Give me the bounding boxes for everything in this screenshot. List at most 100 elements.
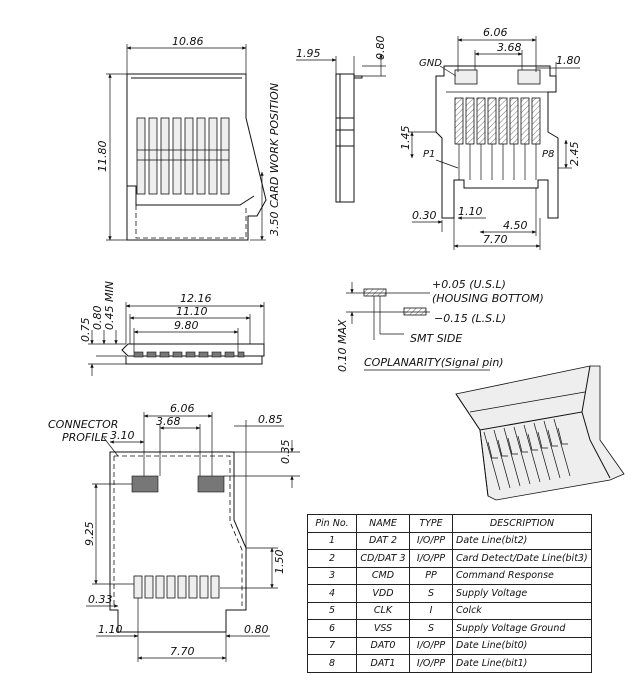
pin-name: VSS (356, 619, 410, 638)
gnd-label: GND (419, 58, 442, 69)
table-row: 3 CMD PP Command Response (307, 566, 592, 585)
footprint-dim-top-3: 3.10 (110, 429, 135, 442)
footprint-dim-left-small: 0.33 (88, 593, 113, 606)
p8-label: P8 (542, 149, 554, 160)
pin-number: 3 (307, 566, 357, 585)
footprint-dim-top-0: 6.06 (170, 402, 195, 415)
table-row: 1 DAT 2 I/O/PP Date Line(bit2) (307, 531, 592, 550)
table-row: 8 DAT1 I/O/PP Date Line(bit1) (307, 654, 592, 673)
pin-number: 2 (307, 549, 357, 568)
front-view-vdim-1: 0.80 (91, 306, 104, 331)
pin-description: Card Detect/Date Line(bit3) (452, 549, 592, 568)
pin-description: Colck (452, 601, 592, 620)
bottom-view-dim-2: 1.80 (556, 54, 581, 67)
pin-name: DAT1 (356, 654, 410, 673)
pin-table: Pin No. NAME TYPE DESCRIPTION 1 DAT 2 I/… (307, 514, 592, 673)
coplanarity-caption: COPLANARITY(Signal pin) (364, 356, 504, 369)
side-view-top-dim: 1.95 (296, 47, 321, 60)
footprint-dim-top-1: 3.68 (156, 415, 181, 428)
pin-table-header-type: TYPE (409, 514, 453, 533)
bottom-view-contacts (454, 97, 541, 180)
front-view-pins (133, 351, 245, 358)
top-view-contacts (136, 117, 230, 195)
coplanarity-minus: −0.15 (L.S.L) (434, 312, 506, 325)
front-view-dim-0: 12.16 (180, 292, 212, 305)
pin-name: CMD (356, 566, 410, 585)
bottom-view-dim-3: 1.45 (399, 126, 412, 151)
pcb-footprint: CONNECTOR PROFILE 6.06 3.68 0.85 3.10 0.… (48, 402, 300, 662)
coplanarity-smt-side: SMT SIDE (410, 332, 462, 345)
pin-table-header-row: Pin No. NAME TYPE DESCRIPTION (307, 514, 592, 533)
pin-number: 5 (307, 601, 357, 620)
pin-name: DAT0 (356, 636, 410, 655)
pin-name: CLK (356, 601, 410, 620)
pin-type: S (409, 584, 453, 603)
pin-table-header-name: NAME (356, 514, 410, 533)
pin-type: I/O/PP (409, 636, 453, 655)
front-view-dim-1: 11.10 (176, 305, 208, 318)
coplanarity-housing-bottom: (HOUSING BOTTOM) (432, 292, 544, 305)
connector-3d-contacts (483, 418, 571, 491)
bottom-view-dim-1: 3.68 (497, 41, 522, 54)
bottom-view: 6.06 3.68 1.80 GND 1.45 P1 P8 2.45 0.30 … (399, 26, 581, 250)
pin-number: 1 (307, 531, 357, 550)
front-view-dim-2: 9.80 (174, 319, 199, 332)
top-view: 10.86 11.80 3.50 CARD WORK POSITION (96, 35, 281, 241)
bottom-view-dim-5: 0.30 (412, 209, 437, 222)
coplanarity-plus: +0.05 (U.S.L) (432, 278, 506, 291)
pin-type: I (409, 601, 453, 620)
card-work-position-label: 3.50 CARD WORK POSITION (268, 83, 281, 236)
pin-type: I/O/PP (409, 549, 453, 568)
footprint-dim-bottom-2: 7.70 (170, 645, 195, 658)
footprint-dim-right-top: 0.35 (279, 440, 292, 465)
pin-number: 7 (307, 636, 357, 655)
connector-3d-view (455, 365, 625, 501)
bottom-view-dim-7: 4.50 (503, 219, 528, 232)
footprint-dim-bottom-0: 1.10 (98, 623, 123, 636)
pin-description: Date Line(bit0) (452, 636, 592, 655)
bottom-view-dim-6: 1.10 (458, 205, 483, 218)
pin-table-header-pin: Pin No. (307, 514, 357, 533)
pin-type: PP (409, 566, 453, 585)
footprint-dim-right: 1.50 (273, 550, 286, 575)
front-view-vdim-0: 0.75 (79, 318, 92, 343)
front-view-vdim-2: 0.45 MIN (103, 281, 116, 330)
table-row: 6 VSS S Supply Voltage Ground (307, 619, 592, 638)
pin-description: Supply Voltage Ground (452, 619, 592, 638)
table-row: 5 CLK I Colck (307, 601, 592, 620)
pin-type: I/O/PP (409, 531, 453, 550)
footprint-dim-bottom-1: 0.80 (244, 623, 269, 636)
p1-label: P1 (423, 149, 435, 160)
pin-type: I/O/PP (409, 654, 453, 673)
footprint-pads (133, 575, 220, 599)
side-view: 1.95 0.80 (296, 36, 387, 203)
pin-number: 4 (307, 584, 357, 603)
connector-profile-line-2: PROFILE (62, 431, 108, 444)
bottom-view-dim-8: 7.70 (483, 233, 508, 246)
coplanarity-detail: +0.05 (U.S.L) (HOUSING BOTTOM) −0.15 (L.… (336, 278, 544, 372)
top-view-height-dim: 11.80 (96, 141, 109, 173)
table-row: 4 VDD S Supply Voltage (307, 584, 592, 603)
top-view-width-dim: 10.86 (172, 35, 204, 48)
footprint-dim-left: 9.25 (83, 522, 96, 547)
pin-name: CD/DAT 3 (356, 549, 410, 568)
pin-name: DAT 2 (356, 531, 410, 550)
connector-profile-line-1: CONNECTOR (48, 418, 118, 431)
pin-number: 8 (307, 654, 357, 673)
pin-number: 6 (307, 619, 357, 638)
coplanarity-max: 0.10 MAX (336, 319, 349, 372)
pin-description: Supply Voltage (452, 584, 592, 603)
side-view-right-dim: 0.80 (374, 36, 387, 61)
front-view: 12.16 11.10 9.80 0.75 0.80 0.45 MIN (79, 281, 265, 376)
pin-description: Date Line(bit1) (452, 654, 592, 673)
pin-description: Command Response (452, 566, 592, 585)
bottom-view-dim-0: 6.06 (483, 26, 508, 39)
pin-table-header-description: DESCRIPTION (452, 514, 592, 533)
pin-description: Date Line(bit2) (452, 531, 592, 550)
bottom-view-dim-4: 2.45 (568, 142, 581, 167)
pin-type: S (409, 619, 453, 638)
pin-name: VDD (356, 584, 410, 603)
table-row: 2 CD/DAT 3 I/O/PP Card Detect/Date Line(… (307, 549, 592, 568)
table-row: 7 DAT0 I/O/PP Date Line(bit0) (307, 636, 592, 655)
